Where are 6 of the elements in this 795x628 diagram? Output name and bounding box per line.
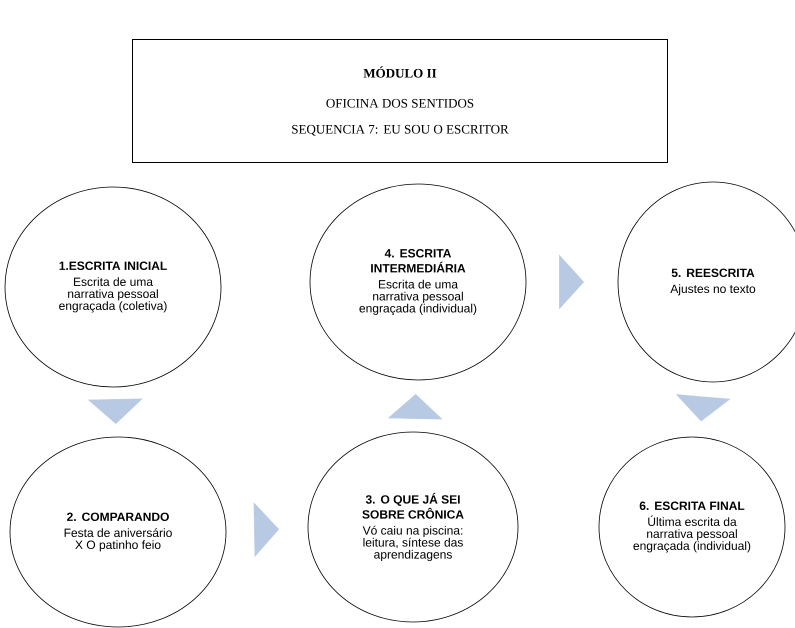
arrow [254, 502, 280, 557]
arrow [388, 394, 442, 420]
arrow [676, 394, 730, 422]
arrow [559, 254, 584, 310]
title-box: MÓDULO II OFICINA DOS SENTIDOS SEQUENCIA 7: EU SOU O ESCRITOR [132, 39, 668, 163]
arrow [88, 398, 143, 424]
